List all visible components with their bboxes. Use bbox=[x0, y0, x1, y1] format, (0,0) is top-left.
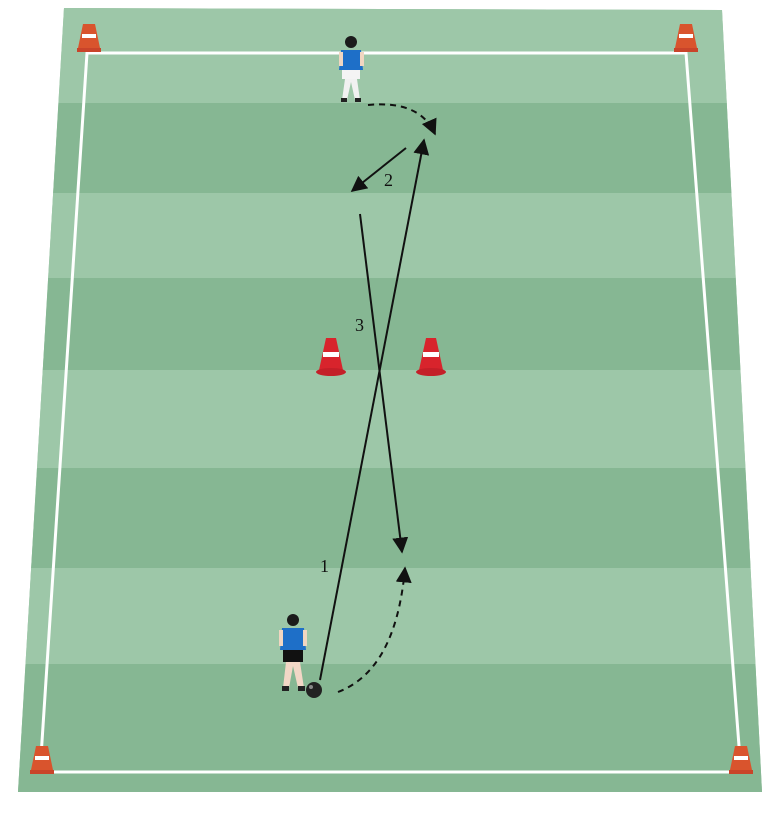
pitch-stripe bbox=[0, 8, 768, 103]
pitch-stripe bbox=[0, 370, 768, 468]
pitch-stripe bbox=[0, 193, 768, 278]
pitch-stripe bbox=[0, 568, 768, 664]
label-through-pass: 3 bbox=[355, 315, 364, 335]
pitch-stripe bbox=[0, 468, 768, 568]
label-return-pass: 2 bbox=[384, 170, 393, 190]
ball-icon bbox=[306, 682, 322, 698]
label-pass: 1 bbox=[320, 556, 329, 576]
pitch-stripe bbox=[0, 664, 768, 794]
pitch-stripe bbox=[0, 278, 768, 370]
